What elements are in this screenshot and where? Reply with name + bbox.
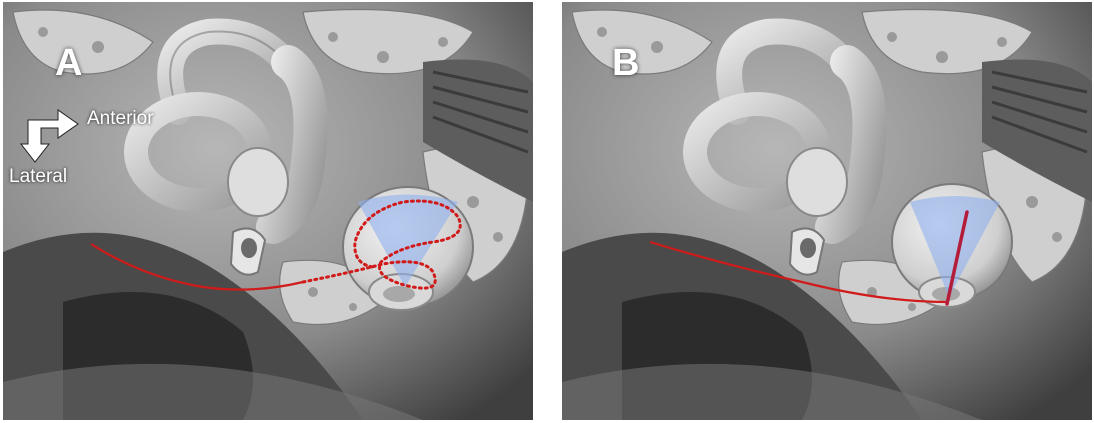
- orientation-arrows: [3, 2, 533, 420]
- lateral-label: Lateral: [9, 166, 67, 188]
- panel-a-image: A Anterior Lateral: [3, 2, 533, 420]
- anterior-label: Anterior: [87, 108, 154, 130]
- panel-b-illustration: [562, 2, 1092, 420]
- panel-b-image: B: [562, 2, 1092, 420]
- panel-b-letter: B: [612, 42, 639, 85]
